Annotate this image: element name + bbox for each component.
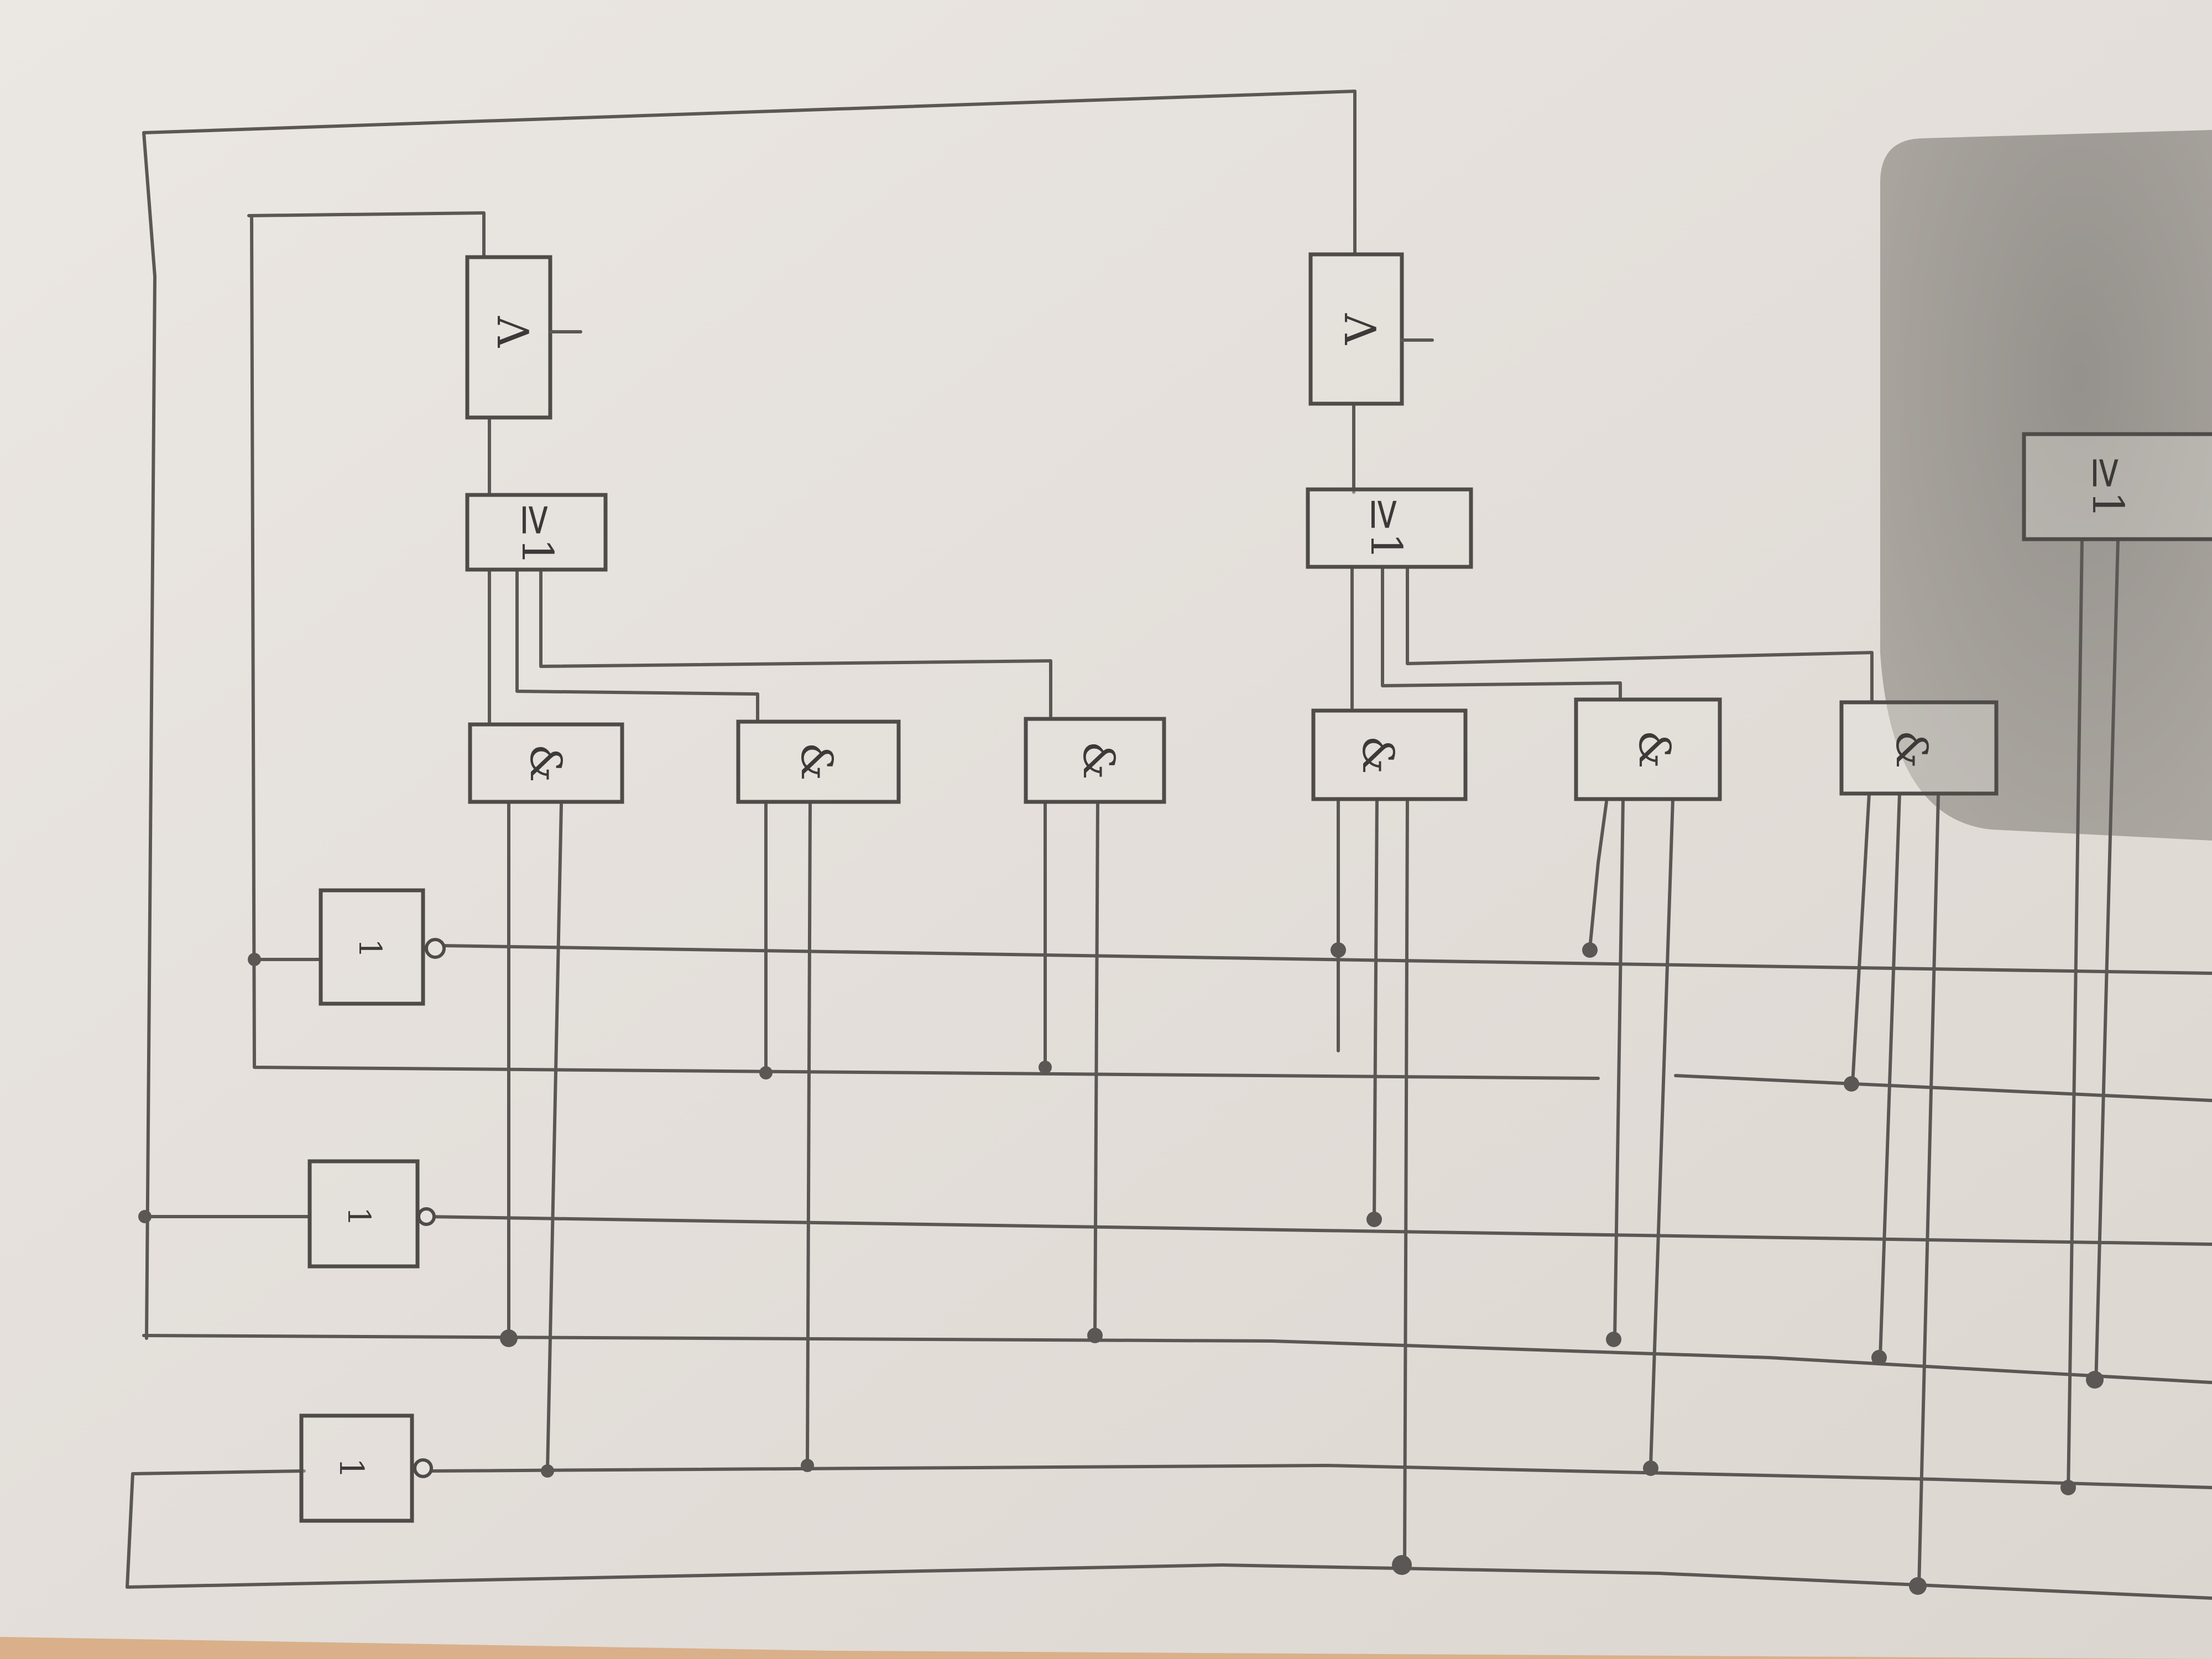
or-gate-1-symbol: ≥1 [512, 502, 562, 566]
and-gate-6-symbol: & [1886, 730, 1936, 768]
not-gate-1: 1 [319, 888, 446, 1006]
and-gate-6: & [1839, 700, 1999, 796]
or-gate-3: ≥1 [2022, 432, 2212, 541]
and-gate-1: & [468, 722, 624, 804]
not-gate-3-inversion-bubble [413, 1458, 433, 1478]
or-gate-1: ≥1 [465, 493, 608, 572]
not-gate-1-symbol: 1 [352, 938, 388, 958]
not-gate-2: 1 [307, 1159, 436, 1269]
junctions [138, 942, 2104, 1595]
d-flipflop-2: Λ [1308, 252, 1434, 406]
d-flipflop-1-symbol: Λ [487, 316, 537, 348]
d-flipflop-2-symbol: Λ [1334, 313, 1384, 346]
and-gate-4: & [1311, 708, 1468, 801]
or-gate-3-symbol: ≥1 [2083, 455, 2132, 519]
not-gate-1-inversion-bubble [425, 938, 446, 959]
hand-shadow [1880, 130, 2212, 841]
and-gate-3-symbol: & [1073, 741, 1123, 779]
and-gate-2-symbol: & [791, 742, 841, 780]
not-gate-2-symbol: 1 [341, 1207, 377, 1227]
and-gate-1-symbol: & [520, 744, 570, 782]
or-gate-2: ≥1 [1306, 487, 1473, 569]
or-gate-2-symbol: ≥1 [1361, 497, 1411, 560]
not-gate-2-inversion-bubble [417, 1207, 436, 1226]
not-gate-3-symbol: 1 [332, 1458, 371, 1479]
wires [126, 90, 2212, 1600]
d-flipflop-1: Λ [465, 255, 582, 420]
and-gate-5: & [1574, 697, 1722, 801]
and-gate-3: & [1024, 717, 1166, 804]
and-gate-4-symbol: & [1353, 735, 1402, 774]
and-gate-2: & [736, 719, 901, 804]
and-gate-5-symbol: & [1629, 730, 1679, 768]
not-gate-3: 1 [299, 1413, 433, 1523]
